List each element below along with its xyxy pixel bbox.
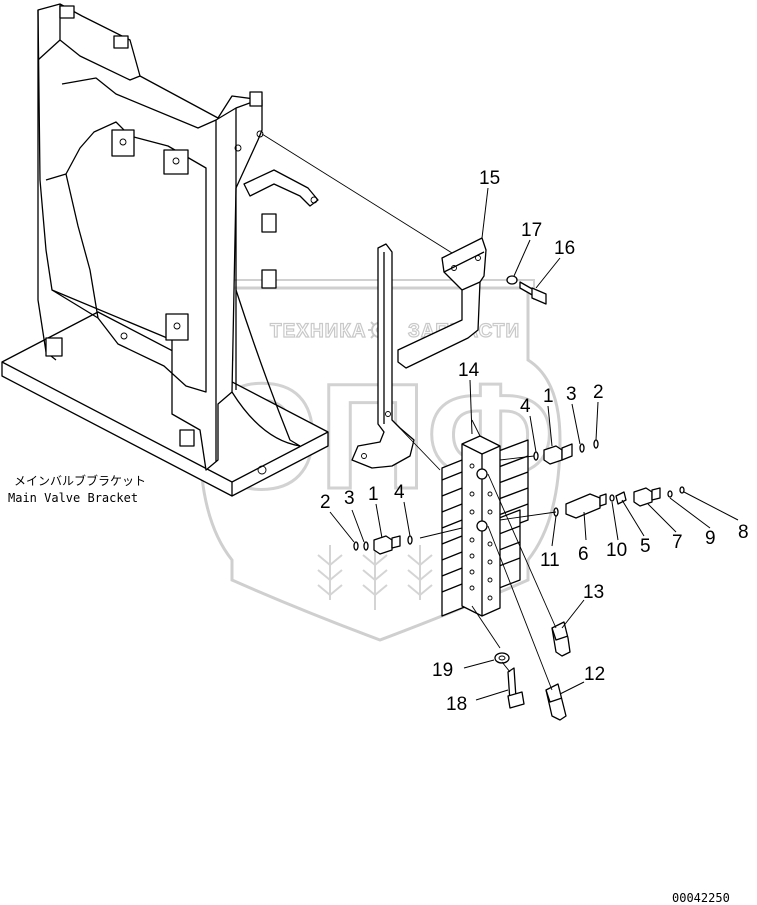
callout-leaders xyxy=(329,187,739,701)
callout-18: 18 xyxy=(446,694,467,715)
support-rod xyxy=(351,243,441,471)
caption: メインバルブブラケット Main Valve Bracket 00042250 xyxy=(8,473,730,905)
callout-8: 8 xyxy=(738,522,749,543)
drawing-number: 00042250 xyxy=(672,891,730,905)
caption-english: Main Valve Bracket xyxy=(8,491,138,505)
callout-6: 6 xyxy=(578,544,589,565)
o-ring-2-upper xyxy=(593,439,599,449)
callout-2-upper: 2 xyxy=(593,382,604,403)
callout-3-upper: 3 xyxy=(566,384,577,405)
bolt-18 xyxy=(507,667,525,709)
callout-11: 11 xyxy=(540,550,560,571)
callout-labels: 15 17 16 14 4 1 3 2 2 3 1 4 11 6 10 5 7 … xyxy=(320,168,749,715)
callout-2-lower: 2 xyxy=(320,492,331,513)
o-ring-3-upper xyxy=(579,443,585,453)
callout-1-upper: 1 xyxy=(543,386,554,407)
bolt-16 xyxy=(519,281,547,305)
callout-10: 10 xyxy=(606,540,627,561)
callout-17: 17 xyxy=(521,220,542,241)
fitting-6 xyxy=(565,493,607,519)
caption-japanese: メインバルブブラケット xyxy=(14,473,146,488)
washer-17 xyxy=(506,275,518,285)
callout-14: 14 xyxy=(458,360,480,381)
washer-19 xyxy=(494,652,510,664)
watermark-left-word: ТЕХНИКА xyxy=(270,321,367,342)
watermark-wheat-icon xyxy=(317,545,433,610)
callout-13: 13 xyxy=(583,582,604,603)
sensor-12 xyxy=(545,683,567,721)
callout-15: 15 xyxy=(479,168,500,189)
callout-16: 16 xyxy=(554,238,575,259)
manifold-block-14 xyxy=(441,419,529,617)
fitting-5 xyxy=(615,491,627,505)
bracket-15 xyxy=(397,237,487,369)
o-ring-9 xyxy=(667,490,673,498)
fitting-1-lower xyxy=(373,535,401,555)
o-ring-3-lower xyxy=(363,541,369,551)
small-parts xyxy=(353,275,685,721)
callout-4-lower: 4 xyxy=(394,482,405,503)
callout-9: 9 xyxy=(705,528,716,549)
o-ring-4-lower xyxy=(407,535,413,545)
callout-19: 19 xyxy=(432,660,453,681)
callout-12: 12 xyxy=(584,664,605,685)
o-ring-10 xyxy=(609,494,615,502)
o-ring-8 xyxy=(679,486,685,494)
callout-3-lower: 3 xyxy=(344,488,355,509)
callout-1-lower: 1 xyxy=(368,484,379,505)
callout-5: 5 xyxy=(640,536,651,557)
fitting-1-upper xyxy=(543,443,573,465)
o-ring-2-lower xyxy=(353,541,359,551)
fitting-7 xyxy=(633,487,661,507)
callout-4-upper: 4 xyxy=(520,396,531,417)
callout-7: 7 xyxy=(672,532,683,553)
o-ring-4-upper xyxy=(533,451,539,461)
sensor-13 xyxy=(551,621,571,657)
main-valve-bracket xyxy=(1,3,477,497)
